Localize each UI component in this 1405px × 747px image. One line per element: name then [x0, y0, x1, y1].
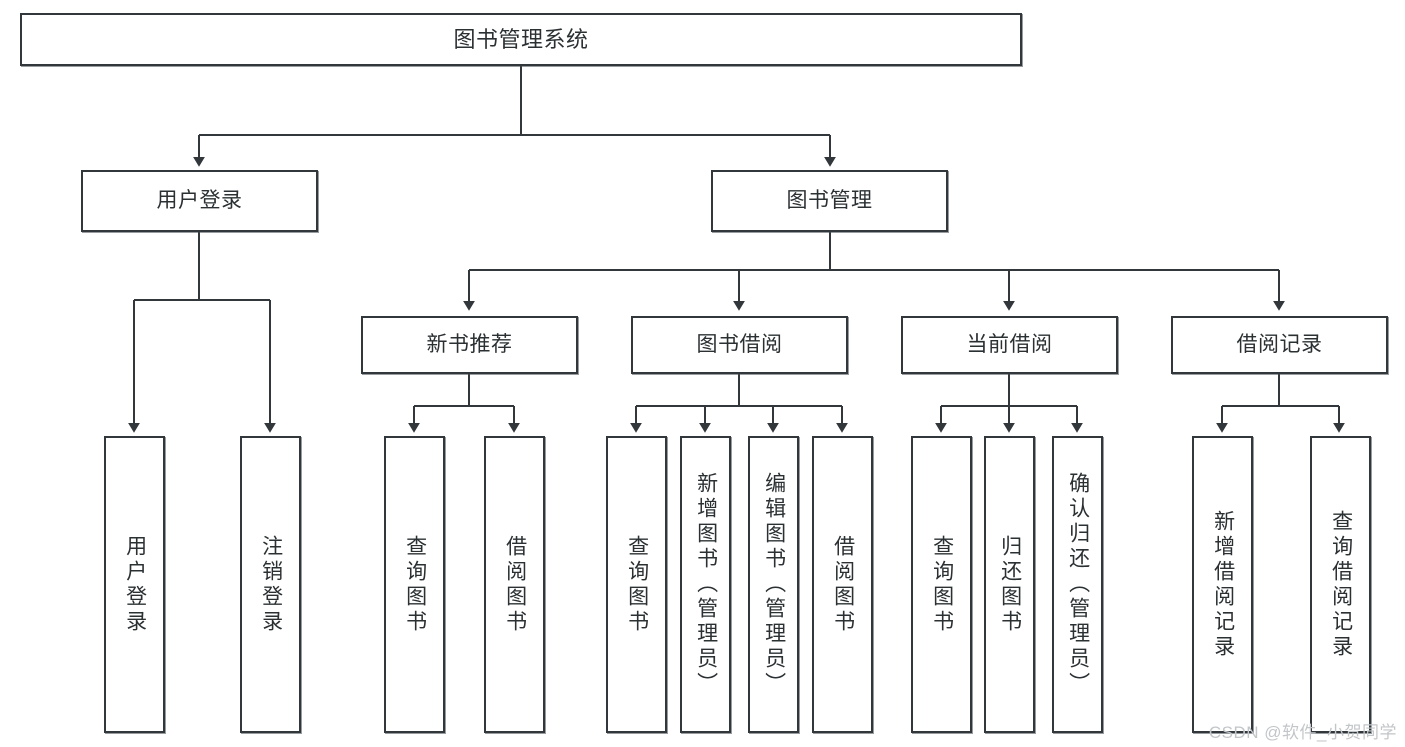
node-book-borrow[interactable]: 图书借阅: [631, 316, 848, 374]
leaf-user-login-signin[interactable]: 用户登录: [104, 436, 165, 733]
leaf-current-return-book-label: 归还图书: [998, 534, 1022, 635]
node-user-login-label: 用户登录: [156, 188, 243, 212]
leaf-current-query-book[interactable]: 查询图书: [911, 436, 972, 733]
leaf-borrow-query-book-label: 查询图书: [625, 534, 649, 635]
leaf-new-book-borrow[interactable]: 借阅图书: [484, 436, 545, 733]
leaf-borrow-add-book-label: 新增图书（管理员）: [694, 472, 718, 697]
leaf-record-query[interactable]: 查询借阅记录: [1310, 436, 1371, 733]
leaf-borrow-add-book[interactable]: 新增图书（管理员）: [680, 436, 731, 733]
leaf-user-login-signin-label: 用户登录: [123, 534, 147, 635]
node-book-borrow-label: 图书借阅: [696, 332, 783, 356]
leaf-current-query-book-label: 查询图书: [930, 534, 954, 635]
leaf-new-book-query-label: 查询图书: [403, 534, 427, 635]
leaf-record-query-label: 查询借阅记录: [1329, 509, 1353, 660]
leaf-record-add[interactable]: 新增借阅记录: [1192, 436, 1253, 733]
node-new-book-recommend[interactable]: 新书推荐: [361, 316, 578, 374]
node-borrow-record-label: 借阅记录: [1236, 332, 1323, 356]
leaf-user-login-signout-label: 注销登录: [259, 534, 283, 635]
node-current-borrow-label: 当前借阅: [966, 332, 1053, 356]
node-user-login[interactable]: 用户登录: [81, 170, 318, 232]
leaf-borrow-borrow-book[interactable]: 借阅图书: [812, 436, 873, 733]
node-book-management[interactable]: 图书管理: [711, 170, 948, 232]
leaf-current-confirm-return-label: 确认归还（管理员）: [1066, 472, 1090, 697]
leaf-current-confirm-return[interactable]: 确认归还（管理员）: [1052, 436, 1103, 733]
leaf-new-book-borrow-label: 借阅图书: [503, 534, 527, 635]
node-current-borrow[interactable]: 当前借阅: [901, 316, 1118, 374]
node-root[interactable]: 图书管理系统: [20, 13, 1022, 66]
leaf-new-book-query[interactable]: 查询图书: [384, 436, 445, 733]
node-book-management-label: 图书管理: [786, 188, 873, 212]
leaf-borrow-edit-book[interactable]: 编辑图书（管理员）: [748, 436, 799, 733]
node-new-book-recommend-label: 新书推荐: [426, 332, 513, 356]
node-borrow-record[interactable]: 借阅记录: [1171, 316, 1388, 374]
leaf-user-login-signout[interactable]: 注销登录: [240, 436, 301, 733]
leaf-borrow-query-book[interactable]: 查询图书: [606, 436, 667, 733]
leaf-borrow-edit-book-label: 编辑图书（管理员）: [762, 472, 786, 697]
leaf-borrow-borrow-book-label: 借阅图书: [831, 534, 855, 635]
leaf-current-return-book[interactable]: 归还图书: [984, 436, 1035, 733]
node-root-label: 图书管理系统: [453, 26, 589, 52]
leaf-record-add-label: 新增借阅记录: [1211, 509, 1235, 660]
